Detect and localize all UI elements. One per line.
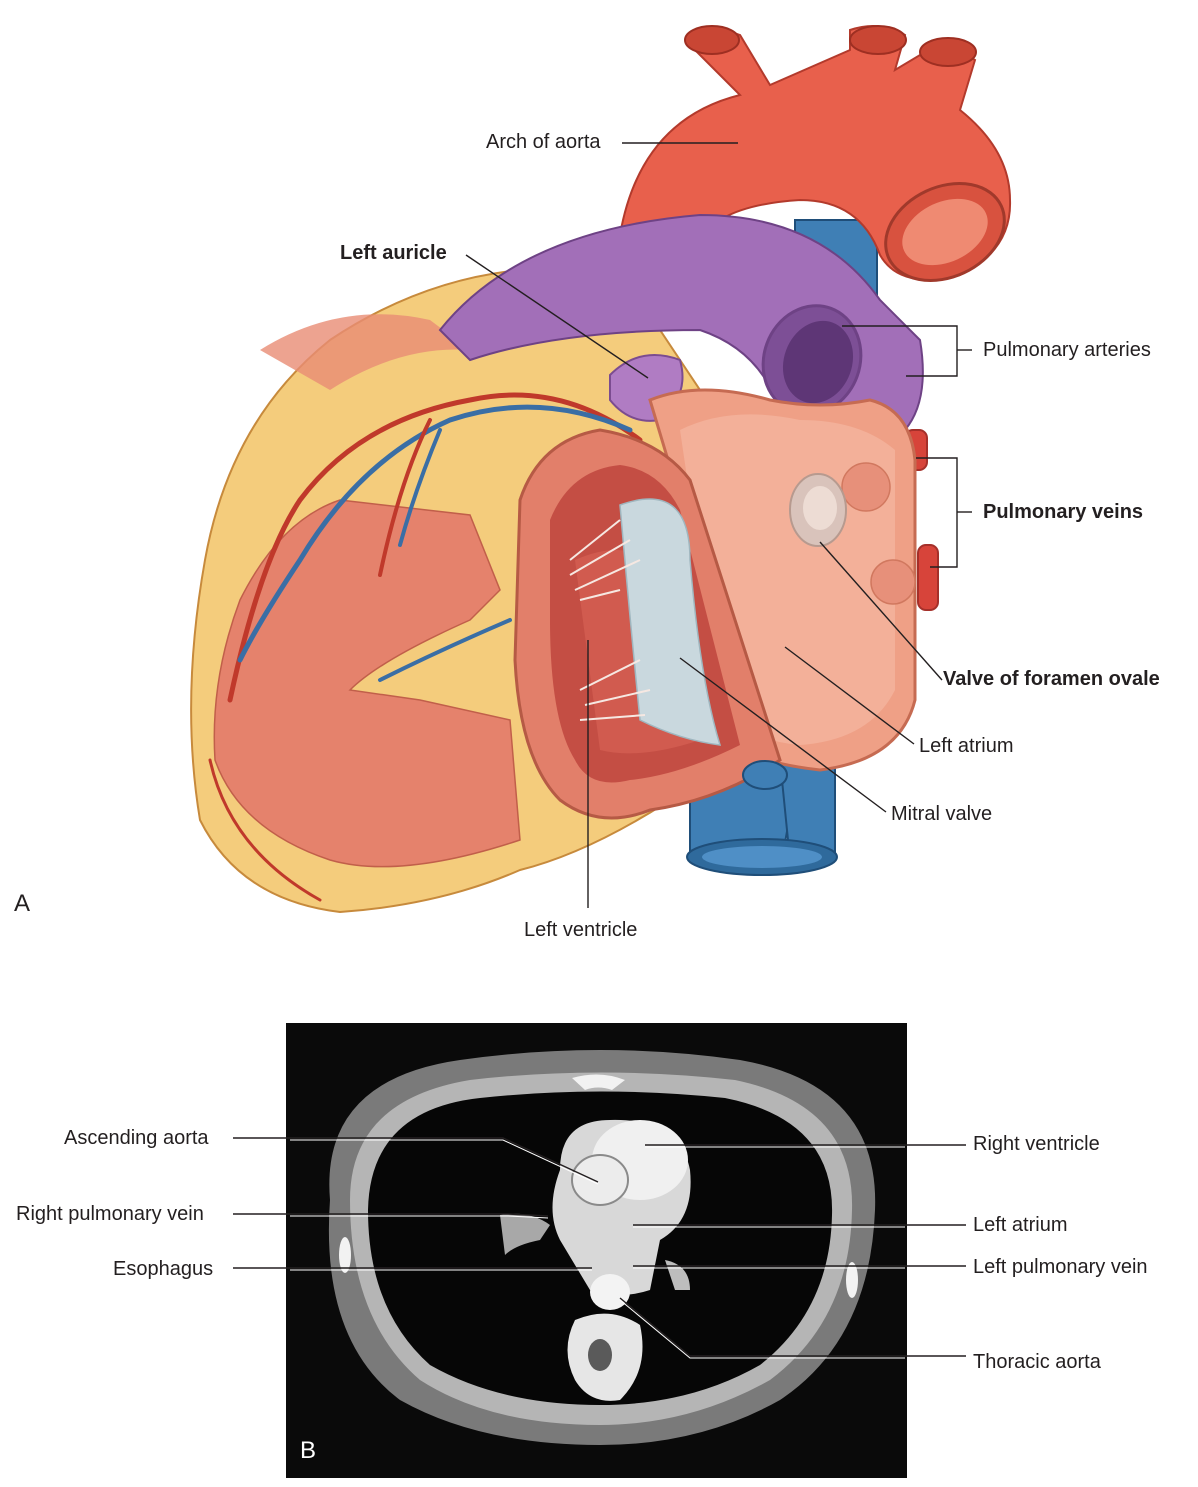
ct-body — [328, 1050, 876, 1445]
label-left-ventricle: Left ventricle — [524, 919, 638, 941]
chordae-tendineae — [569, 519, 651, 721]
label-ascending-aorta: Ascending aorta — [64, 1127, 209, 1149]
label-pulmonary-arteries: Pulmonary arteries — [983, 339, 1151, 361]
ct-mediastinum — [500, 1119, 691, 1401]
panel-b-letter: B — [300, 1437, 317, 1464]
label-pulmonary-veins: Pulmonary veins — [983, 501, 1144, 523]
label-left-atrium-a: Left atrium — [919, 735, 1014, 757]
coronary-vessels — [208, 392, 643, 902]
ct-background — [286, 1023, 907, 1478]
panel-a-letter: A — [14, 890, 31, 917]
coronary-sinus — [742, 760, 788, 790]
heart-illustration — [190, 25, 1012, 914]
label-esophagus: Esophagus — [113, 1258, 214, 1280]
label-left-pulmonary-vein: Left pulmonary vein — [973, 1256, 1148, 1278]
label-right-pulmonary-vein: Right pulmonary vein — [16, 1203, 204, 1225]
label-right-ventricle: Right ventricle — [973, 1133, 1100, 1155]
label-thoracic-aorta: Thoracic aorta — [973, 1351, 1101, 1373]
leader-lines-b — [233, 1137, 966, 1357]
leader-lines-a — [465, 142, 972, 908]
label-left-atrium-b: Left atrium — [973, 1214, 1068, 1236]
label-valve-of-foramen-ovale: Valve of foramen ovale — [943, 668, 1160, 690]
pulmonary-arteries — [438, 213, 924, 432]
label-arch-of-aorta: Arch of aorta — [486, 131, 601, 153]
label-mitral-valve: Mitral valve — [891, 803, 993, 825]
label-left-auricle: Left auricle — [340, 242, 447, 264]
